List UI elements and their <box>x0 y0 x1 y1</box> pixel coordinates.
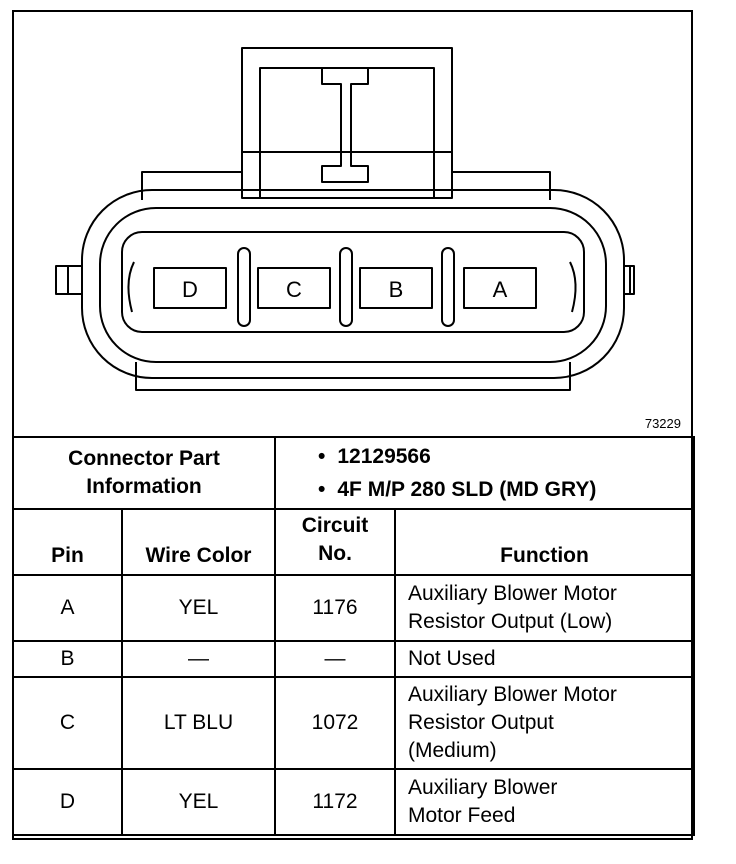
table-row: B — — Not Used <box>12 640 695 678</box>
connector-shell <box>81 189 625 379</box>
pin-cavity <box>121 231 585 333</box>
connector-table: Connector Part Information 12129566 4F M… <box>12 436 695 836</box>
cell-pin: D <box>12 768 123 836</box>
cell-wire-color: YEL <box>121 768 276 836</box>
pin-box-b <box>359 267 433 309</box>
connector-shoulder <box>141 171 551 200</box>
table-row: C LT BLU 1072 Auxiliary Blower Motor Res… <box>12 676 695 770</box>
part-info-values: 12129566 4F M/P 280 SLD (MD GRY) <box>274 436 695 510</box>
pin-box-c <box>257 267 331 309</box>
table-row: D YEL 1172 Auxiliary Blower Motor Feed <box>12 768 695 836</box>
cell-pin: B <box>12 640 123 678</box>
col-header-pin: Pin <box>12 508 123 576</box>
pin-label-c: C <box>286 277 302 302</box>
cell-wire-color: — <box>121 640 276 678</box>
cell-wire-color: LT BLU <box>121 676 276 770</box>
cell-pin: A <box>12 574 123 642</box>
cell-circuit: 1172 <box>274 768 396 836</box>
pin-separator <box>339 247 353 327</box>
pin-box-d <box>153 267 227 309</box>
col-header-wire-color: Wire Color <box>121 508 276 576</box>
part-description: 4F M/P 280 SLD (MD GRY) <box>318 473 693 506</box>
cell-function: Not Used <box>394 640 695 678</box>
connector-diagram: D C B A <box>55 47 635 391</box>
diagram-number: 73229 <box>644 416 681 431</box>
cell-pin: C <box>12 676 123 770</box>
latch-inner <box>259 67 435 198</box>
connector-shell-inner <box>99 207 607 363</box>
cell-wire-color: YEL <box>121 574 276 642</box>
part-number: 12129566 <box>318 440 693 473</box>
latch-tab <box>321 68 369 183</box>
pin-box-a <box>463 267 537 309</box>
cell-function: Auxiliary Blower Motor Resistor Output (… <box>394 676 695 770</box>
part-info-label: Connector Part Information <box>12 436 276 510</box>
pin-label-d: D <box>182 277 198 302</box>
latch-outer <box>241 47 453 199</box>
col-header-function: Function <box>394 508 695 576</box>
column-header-row: Pin Wire Color Circuit No. Function <box>12 508 695 576</box>
cell-circuit: — <box>274 640 396 678</box>
cell-function: Auxiliary Blower Motor Resistor Output (… <box>394 574 695 642</box>
pin-label-b: B <box>389 277 404 302</box>
col-header-circuit: Circuit No. <box>274 508 396 576</box>
cell-circuit: 1072 <box>274 676 396 770</box>
part-info-row: Connector Part Information 12129566 4F M… <box>12 436 695 510</box>
cell-function: Auxiliary Blower Motor Feed <box>394 768 695 836</box>
table-row: A YEL 1176 Auxiliary Blower Motor Resist… <box>12 574 695 642</box>
pin-separator <box>441 247 455 327</box>
pin-separator <box>237 247 251 327</box>
diagram-frame: D C B A 73229 <box>12 10 693 840</box>
cell-circuit: 1176 <box>274 574 396 642</box>
pin-label-a: A <box>493 277 508 302</box>
